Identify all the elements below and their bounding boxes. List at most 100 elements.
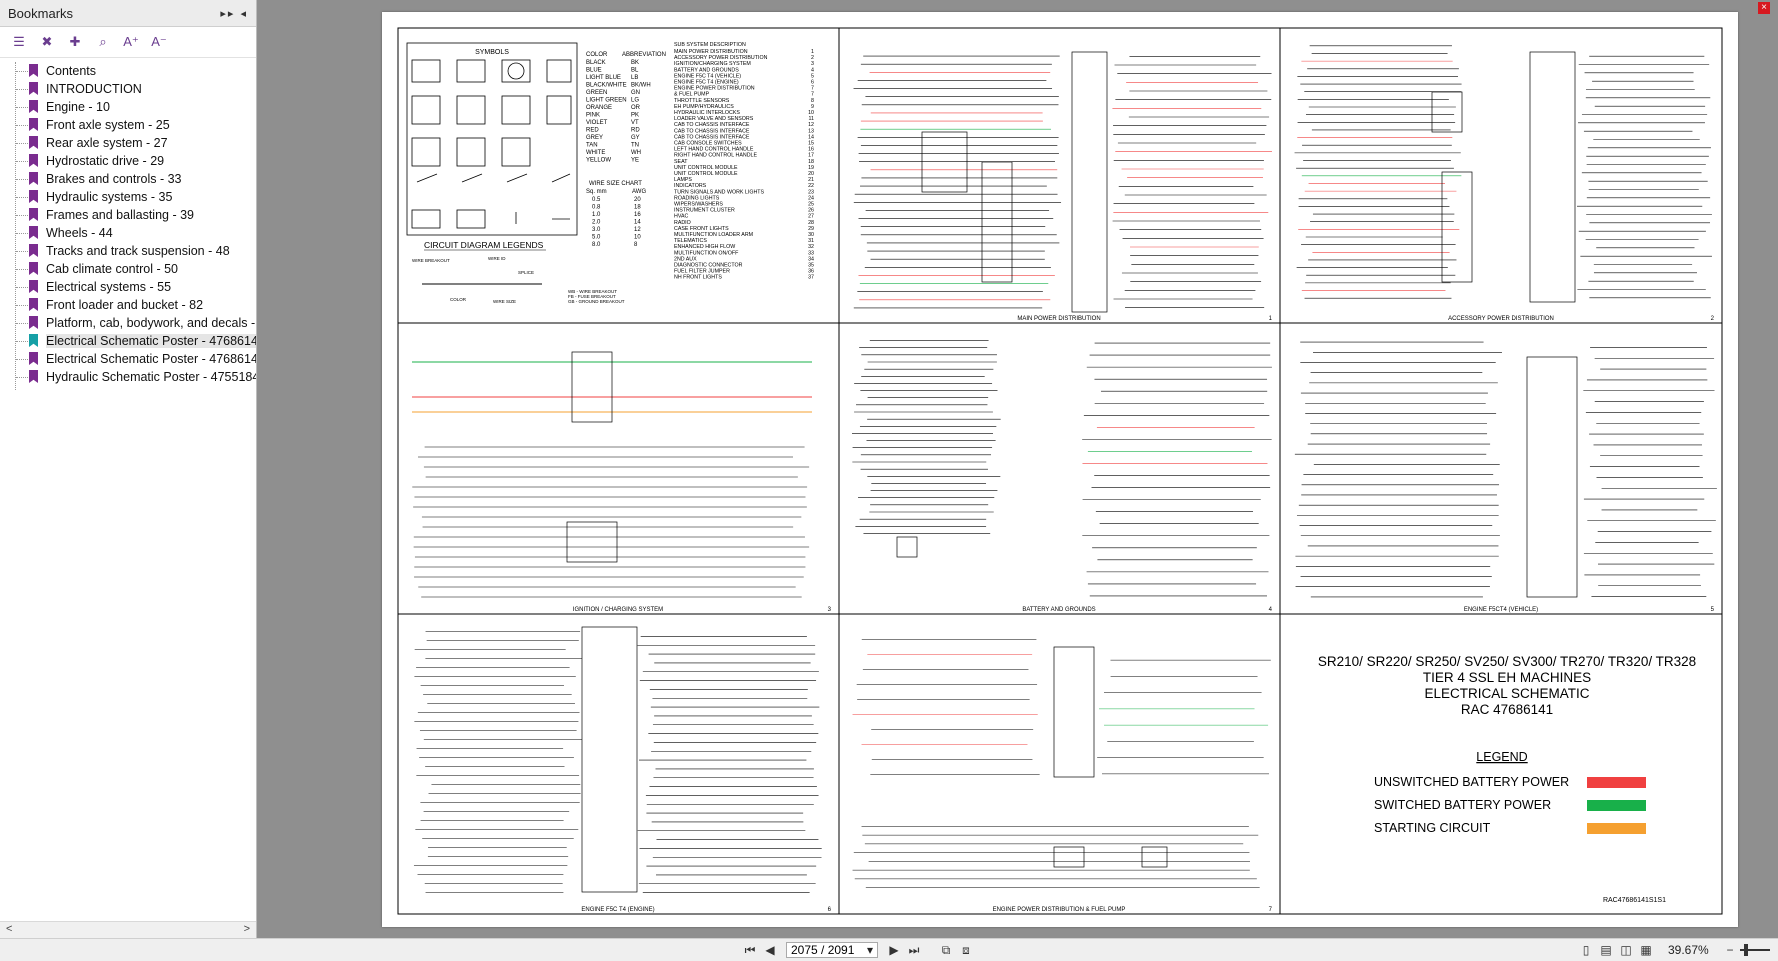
bookmark-item-introduction[interactable]: INTRODUCTION <box>0 80 256 98</box>
two-page-continuous-icon[interactable]: ▦ <box>1640 943 1652 957</box>
panel-toggle-button[interactable]: ▸▸ ◂ <box>220 7 248 20</box>
panel-number: 4 <box>1269 607 1273 613</box>
bookmark-item-rear-axle[interactable]: Rear axle system - 27 <box>0 134 256 152</box>
title-schematic: ELECTRICAL SCHEMATIC <box>1424 686 1589 701</box>
close-icon[interactable]: × <box>1758 2 1770 14</box>
zoom-slider[interactable] <box>1740 944 1770 956</box>
panel-title: ACCESSORY POWER DISTRIBUTION <box>1448 316 1554 322</box>
document-viewer[interactable]: × SYMBOLS <box>257 0 1778 938</box>
single-page-view-icon[interactable]: ▯ <box>1582 943 1590 957</box>
page-dropdown-arrow[interactable]: ▾ <box>866 943 873 957</box>
scroll-left-icon[interactable]: < <box>6 923 13 935</box>
color-name: BLACK <box>586 60 606 66</box>
subsystem-name: CASE FRONT LIGHTS <box>674 226 729 232</box>
color-name: BLACK/WHITE <box>586 83 627 89</box>
bookmark-item-front-axle[interactable]: Front axle system - 25 <box>0 116 256 134</box>
page-number-field[interactable]: ▾ <box>786 942 878 958</box>
bookmark-item-wheels[interactable]: Wheels - 44 <box>0 224 256 242</box>
wire-header-awg: AWG <box>632 189 646 195</box>
component-box <box>921 131 968 193</box>
subsystem-name: CAB CONSOLE SWITCHES <box>674 141 742 147</box>
bookmark-item-electrical[interactable]: Electrical systems - 55 <box>0 278 256 296</box>
two-page-view-icon[interactable]: ◫ <box>1620 943 1632 957</box>
bookmark-item-hydraulic-poster[interactable]: Hydraulic Schematic Poster - 4755184 <box>0 368 256 386</box>
bookmark-item-front-loader[interactable]: Front loader and bucket - 82 <box>0 296 256 314</box>
subsystem-number: 32 <box>808 244 814 250</box>
subsystem-name: ENGINE POWER DISTRIBUTION <box>674 86 755 92</box>
bookmark-list: Contents INTRODUCTION Engine - 10 Front … <box>0 62 256 390</box>
zoom-level[interactable]: 39.67% <box>1668 943 1709 957</box>
bookmark-options-icon[interactable]: ☰ <box>13 34 25 49</box>
bookmarks-horizontal-scrollbar[interactable]: < > <box>0 921 256 938</box>
subsystem-number: 4 <box>811 67 814 73</box>
circuit-legend-label: WIRE ID <box>488 256 506 261</box>
bookmark-item-contents[interactable]: Contents <box>0 62 256 80</box>
bookmark-item-electrical-poster-2[interactable]: Electrical Schematic Poster - 4768614 <box>0 350 256 368</box>
subsystem-number: 25 <box>808 202 814 208</box>
wire-size-awg: 14 <box>634 220 641 226</box>
continuous-view-icon[interactable]: ▤ <box>1600 943 1612 957</box>
next-page-button[interactable]: ▶ <box>889 943 899 957</box>
bookmark-item-cab-climate[interactable]: Cab climate control - 50 <box>0 260 256 278</box>
bookmark-icon <box>29 370 38 383</box>
subsystem-name: CAB TO CHASSIS INTERFACE <box>674 128 750 134</box>
bookmark-item-platform[interactable]: Platform, cab, bodywork, and decals - <box>0 314 256 332</box>
subsystem-name: MULTIFUNCTION ON/OFF <box>674 250 739 256</box>
bookmark-item-hydrostatic[interactable]: Hydrostatic drive - 29 <box>0 152 256 170</box>
color-abbreviation: BK <box>631 60 639 66</box>
legend-label-unswitched: UNSWITCHED BATTERY POWER <box>1374 775 1569 789</box>
wire-size-awg: 12 <box>634 227 641 233</box>
color-abbreviation: YE <box>631 158 639 164</box>
wire-size-awg: 16 <box>634 212 641 218</box>
subsystem-name: WIPERS/WASHERS <box>674 202 723 208</box>
subsystem-name: HVAC <box>674 214 688 220</box>
bookmark-item-hydraulic-systems[interactable]: Hydraulic systems - 35 <box>0 188 256 206</box>
decrease-text-size-icon[interactable]: A⁻ <box>151 34 167 49</box>
zoom-slider-handle[interactable] <box>1744 944 1748 956</box>
subsystem-name: TURN SIGNALS AND WORK LIGHTS <box>674 189 765 195</box>
bookmark-item-engine[interactable]: Engine - 10 <box>0 98 256 116</box>
fit-page-icon[interactable]: ⧉ <box>941 942 951 957</box>
bookmark-item-tracks[interactable]: Tracks and track suspension - 48 <box>0 242 256 260</box>
color-abbreviation: WH <box>631 150 641 156</box>
page-number-input[interactable] <box>791 943 861 957</box>
subsystem-number: 14 <box>808 134 814 140</box>
color-abbreviation: RD <box>631 128 640 134</box>
scroll-right-icon[interactable]: > <box>243 923 250 935</box>
fit-width-icon[interactable]: ⧈ <box>962 942 970 957</box>
bookmark-item-electrical-poster-1[interactable]: Electrical Schematic Poster - 4768614 <box>0 332 256 350</box>
color-name: PINK <box>586 113 600 119</box>
bookmark-icon <box>29 172 38 185</box>
delete-bookmark-icon[interactable]: ✖ <box>41 34 53 49</box>
bookmark-icon <box>29 154 38 167</box>
color-abbreviation: BK/WH <box>631 83 651 89</box>
first-page-button[interactable]: ⏮ <box>744 942 756 957</box>
color-name: RED <box>586 128 599 134</box>
wire-size-mm: 2.0 <box>592 220 601 226</box>
last-page-button[interactable]: ⏭ <box>908 942 920 957</box>
subsystem-name: RIGHT HAND CONTROL HANDLE <box>674 153 757 159</box>
subsystem-name: ROADING LIGHTS <box>674 195 720 201</box>
subsystem-name: & FUEL PUMP <box>674 92 710 98</box>
bookmark-icon <box>29 100 38 113</box>
color-name: GREEN <box>586 90 607 96</box>
component-box <box>1053 846 1085 868</box>
bookmarks-header: Bookmarks ▸▸ ◂ <box>0 0 256 27</box>
zoom-out-button[interactable]: − <box>1726 943 1734 957</box>
panel-number: 6 <box>828 907 832 913</box>
color-name: WHITE <box>586 150 605 156</box>
subsystem-number: 7 <box>811 92 814 98</box>
subsystem-number: 37 <box>808 275 814 281</box>
subsystem-number: 35 <box>808 263 814 269</box>
color-abbreviation: LB <box>631 75 638 81</box>
bookmark-item-brakes[interactable]: Brakes and controls - 33 <box>0 170 256 188</box>
previous-page-button[interactable]: ◀ <box>765 943 775 957</box>
bookmark-item-frames[interactable]: Frames and ballasting - 39 <box>0 206 256 224</box>
new-bookmark-icon[interactable]: ✚ <box>69 34 81 49</box>
subsystem-number: 10 <box>808 110 814 116</box>
increase-text-size-icon[interactable]: A⁺ <box>123 34 139 49</box>
subsystem-name: FUEL FILTER JUMPER <box>674 269 730 275</box>
circuit-legend-label: WIRE SIZE <box>493 299 516 304</box>
expand-bookmark-icon[interactable]: ⌕ <box>99 34 107 49</box>
subsystem-number: 21 <box>808 177 814 183</box>
